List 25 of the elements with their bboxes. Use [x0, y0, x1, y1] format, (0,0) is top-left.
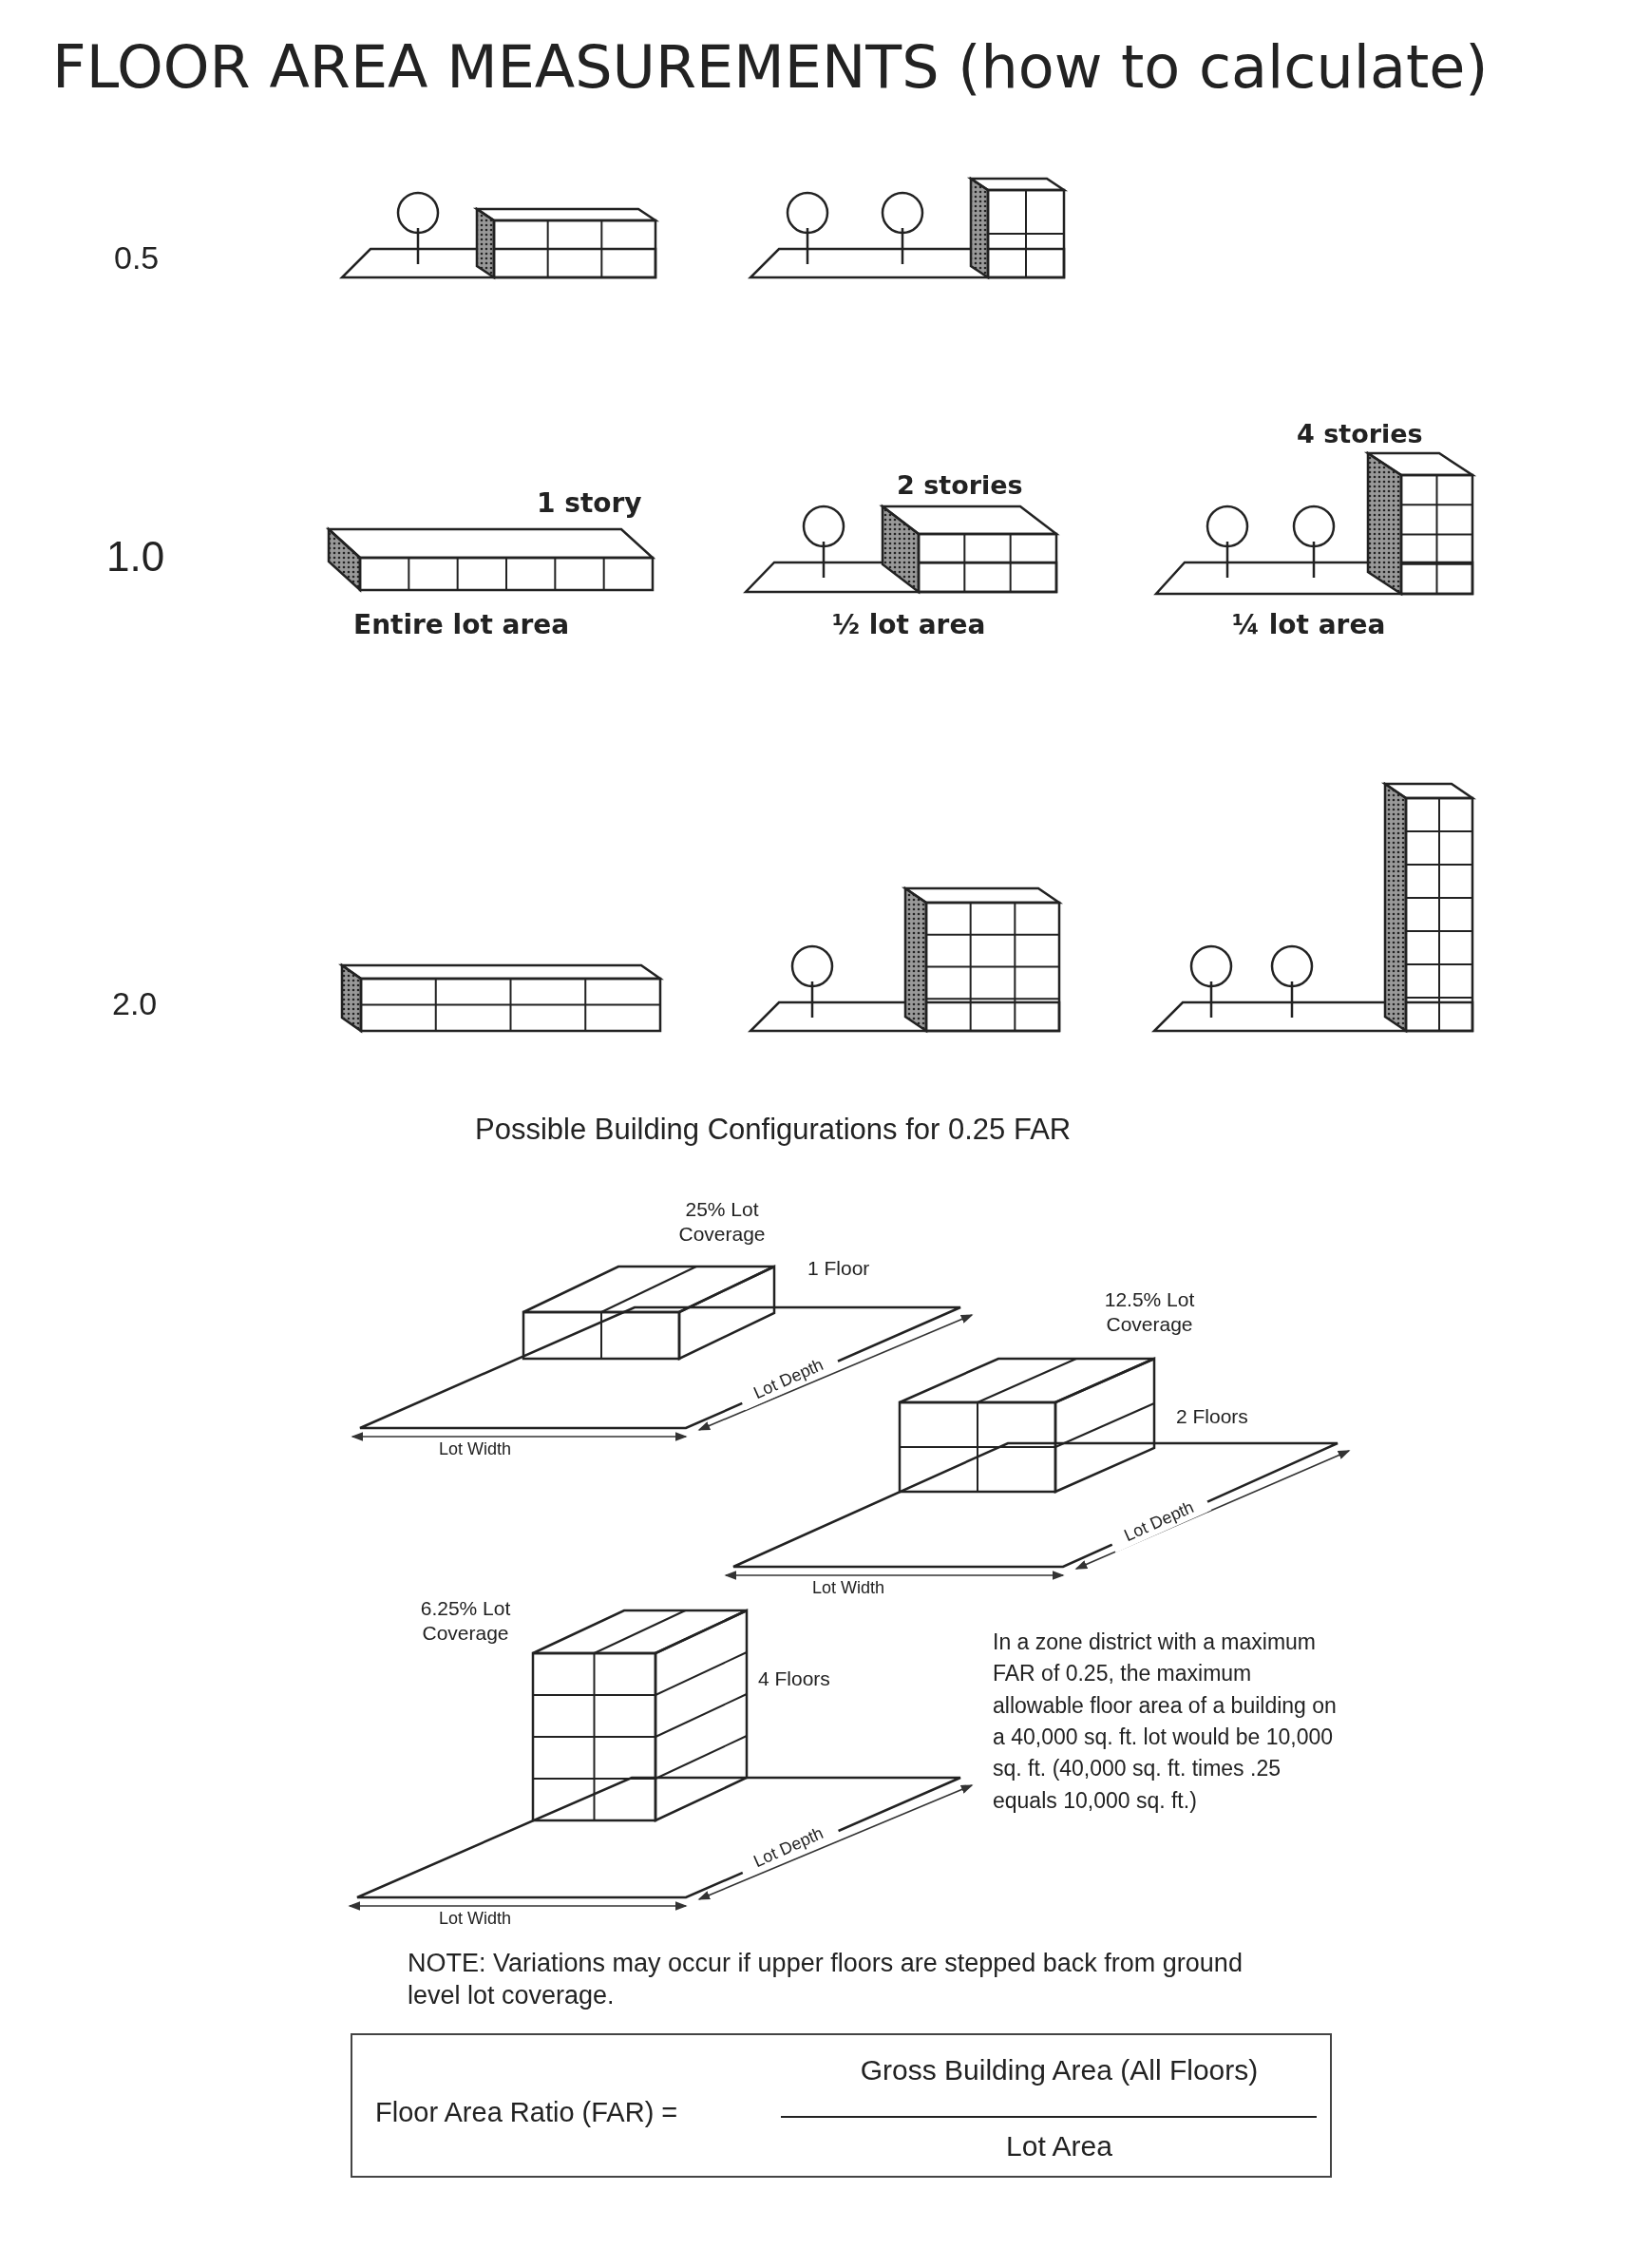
explanation-paragraph: In a zone district with a maximum FAR of 0.25, the maximum allowable floor area of a building on a 40,000 sq. ft. lot would be 10,000 sq. ft. (40,000 sq. ft. times .25 equals 10,000 sq. ft.) — [993, 1629, 1338, 1815]
floor-count-label: 1 Floor — [807, 1256, 871, 1281]
floor-count-label: 2 Floors — [1176, 1404, 1249, 1429]
coverage-label: 6.25% Lot Coverage — [419, 1596, 512, 1647]
coverage-label: 25% Lot Coverage — [677, 1197, 767, 1248]
floor-count-label: 4 Floors — [758, 1667, 831, 1691]
note-text: NOTE: Variations may occur if upper floors are stepped back from ground level lot coverage. — [408, 1948, 1244, 2011]
story-count-label: 2 stories — [897, 469, 1024, 502]
dimension-label: Lot Width — [437, 1908, 512, 1930]
formula-numerator: Gross Building Area (All Floors) — [859, 2053, 1260, 2087]
dimension-label: Lot Width — [437, 1438, 512, 1460]
far-value-label: 2.0 — [112, 984, 159, 1023]
lot-area-caption: Entire lot area — [353, 608, 571, 641]
section-heading: Possible Building Configurations for 0.25 FAR — [475, 1112, 1073, 1148]
formula-denominator: Lot Area — [1005, 2129, 1113, 2163]
story-count-label: 4 stories — [1297, 418, 1424, 450]
far-value-label: 1.0 — [106, 532, 166, 581]
formula-term: Floor Area Ratio (FAR) = — [375, 2096, 679, 2129]
lot-area-caption: ¼ lot area — [1232, 608, 1387, 641]
coverage-label: 12.5% Lot Coverage — [1103, 1287, 1196, 1338]
far-value-label: 0.5 — [114, 238, 161, 277]
lot-area-caption: ½ lot area — [832, 608, 987, 641]
page-title: FLOOR AREA MEASUREMENTS (how to calculate) — [52, 31, 1489, 104]
dimension-label: Lot Width — [810, 1577, 885, 1599]
story-count-label: 1 story — [537, 486, 643, 520]
